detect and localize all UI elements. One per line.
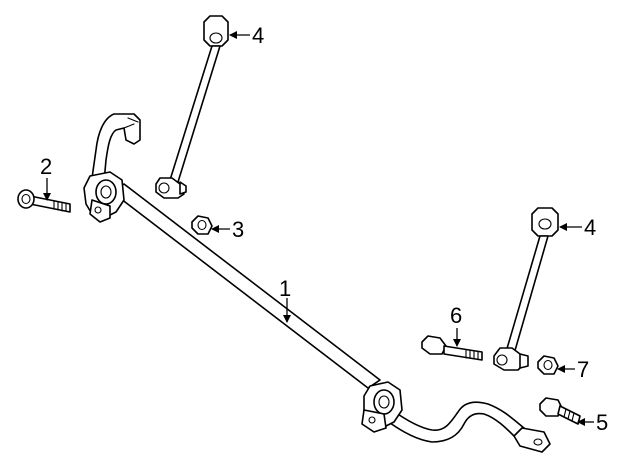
callout-4-upper: 4 xyxy=(252,23,264,48)
callout-4-lower: 4 xyxy=(584,215,596,240)
lower-nut xyxy=(537,355,559,375)
upper-stabilizer-link xyxy=(155,15,229,199)
callout-2: 2 xyxy=(40,154,52,179)
middle-bolt xyxy=(421,335,483,361)
lower-bolt xyxy=(539,397,581,425)
callout-3: 3 xyxy=(232,217,244,242)
stabilizer-bar xyxy=(91,113,551,453)
leader-lines xyxy=(43,31,594,426)
lower-stabilizer-link xyxy=(493,207,559,371)
callout-6: 6 xyxy=(450,303,462,328)
callout-7: 7 xyxy=(577,357,589,382)
callout-5: 5 xyxy=(596,410,608,435)
right-bushing xyxy=(361,381,403,433)
callout-1: 1 xyxy=(279,276,291,301)
left-bushing xyxy=(83,171,125,223)
bushing-bolt xyxy=(17,189,71,213)
upper-nut xyxy=(191,215,213,235)
